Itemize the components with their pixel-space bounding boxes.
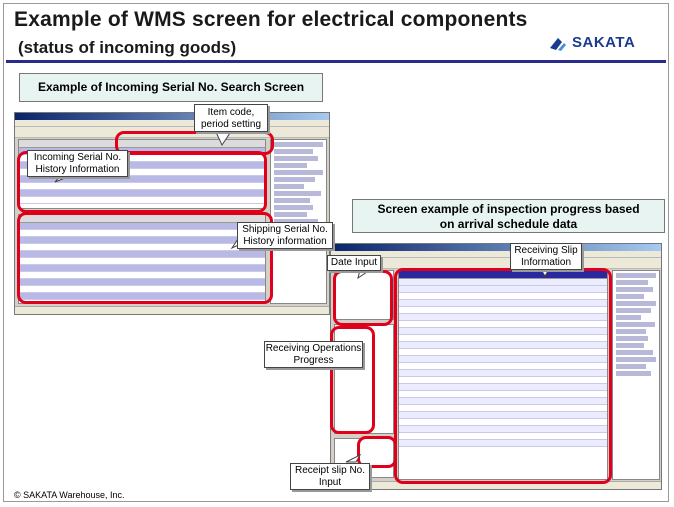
window-menubar-2 [331,251,661,258]
logo-mark-icon [550,38,566,51]
shipping-serial-callout: Shipping Serial No. History information [237,222,333,249]
slide-frame [3,3,669,502]
shipping-serial-ring [17,212,273,304]
receiving-slip-grid[interactable] [398,270,608,480]
receipt-slip-ring [357,436,397,468]
shipping-serial-callout-line1: Shipping Serial No. [242,224,328,235]
slide-subtitle: (status of incoming goods) [18,38,237,57]
item-code-callout-line1: Item code, [207,107,255,118]
receiving-slip-callout-line1: Receiving Slip [514,245,578,256]
title-underline [6,60,666,63]
receiving-ops-callout-line2: Progress [293,355,334,366]
window-menubar [15,120,329,127]
company-logo: SAKATA [548,32,668,56]
incoming-serial-ring [17,151,267,213]
receipt-slip-callout: Receipt slip No. Input [290,463,370,490]
logo-text: SAKATA [572,34,636,51]
copyright-text: © SAKATA Warehouse, Inc. [14,490,125,500]
receipt-slip-callout-line1: Receipt slip No. [294,465,366,476]
receiving-ops-callout: Receiving Operations Progress [264,341,363,368]
window-titlebar-2 [331,244,661,251]
receiving-slip-ring [394,268,612,484]
inspection-screen-label: Screen example of inspection progress ba… [352,199,665,233]
item-code-callout: Item code, period setting [194,104,268,132]
shipping-serial-callout-line2: History information [243,236,327,247]
receiving-slip-callout-line2: Information [520,257,572,268]
slide-title: Example of WMS screen for electrical com… [14,8,528,31]
receiving-ops-callout-line1: Receiving Operations [265,343,362,354]
window-statusbar [15,306,329,314]
incoming-serial-callout-line2: History Information [35,164,120,175]
receipt-slip-callout-line2: Input [318,477,342,488]
item-code-callout-line2: period setting [200,119,262,130]
receiving-ops-ring [330,326,375,434]
menu-tree-panel-2[interactable] [612,270,660,480]
shipping-serial-grid[interactable] [18,214,266,304]
incoming-serial-callout: Incoming Serial No. History Information [27,150,128,177]
date-input-callout: Date Input [327,255,381,271]
inspection-label-line1: Screen example of inspection progress ba… [377,202,640,216]
window-titlebar [15,113,329,120]
receiving-slip-callout: Receiving Slip Information [510,243,582,270]
search-screen-label: Example of Incoming Serial No. Search Sc… [19,73,323,102]
incoming-serial-callout-line1: Incoming Serial No. [33,152,122,163]
inspection-label-line2: on arrival schedule data [439,217,578,231]
